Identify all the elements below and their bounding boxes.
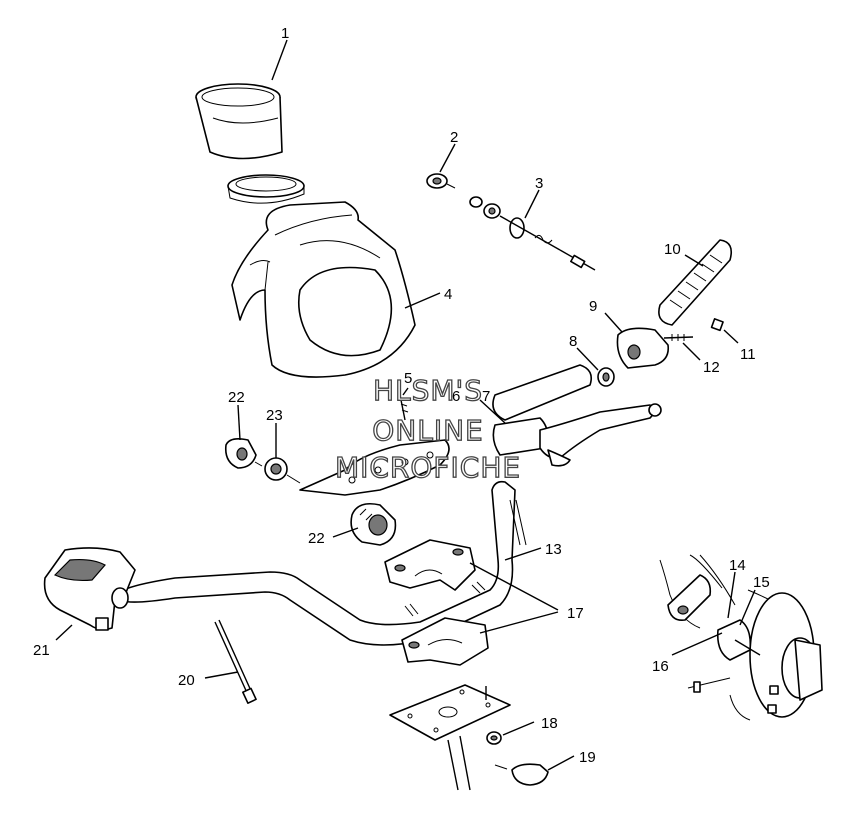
part-12-screw (663, 334, 694, 341)
part-1-pod-ring (195, 83, 283, 160)
steering-post-plate (389, 684, 511, 791)
part-10-grip (658, 239, 733, 326)
label-11: 11 (740, 346, 756, 363)
part-9-throttle-housing (616, 327, 670, 369)
label-2: 2 (450, 129, 458, 146)
label-22-lower: 22 (308, 530, 325, 547)
watermark-line2: ONLINE (372, 414, 483, 447)
part-1-gasket-ring (227, 174, 305, 204)
label-23: 23 (266, 407, 283, 424)
watermark-line1: HLSM'S (373, 374, 483, 407)
label-5: 5 (404, 370, 412, 387)
label-14: 14 (729, 557, 746, 574)
watermark: HLSM'S ONLINE MICROFICHE (334, 373, 521, 484)
part-8-spacer (597, 367, 615, 387)
label-6: 6 (452, 388, 460, 405)
label-13: 13 (545, 541, 562, 558)
part-2-nut (426, 173, 456, 189)
label-10: 10 (664, 241, 681, 258)
part-20-cable-tie (214, 619, 257, 704)
label-22-upper: 22 (228, 389, 245, 406)
label-18: 18 (541, 715, 558, 732)
label-1: 1 (281, 25, 289, 42)
label-19: 19 (579, 749, 596, 766)
part-22-switch-lower (350, 502, 397, 546)
label-8: 8 (569, 333, 577, 350)
label-17: 17 (567, 605, 584, 622)
label-12: 12 (703, 359, 720, 376)
label-3: 3 (535, 175, 543, 192)
label-16: 16 (652, 658, 669, 675)
label-20: 20 (178, 672, 195, 689)
part-4-pod-housing (231, 201, 416, 378)
part-22-switch-upper (224, 438, 257, 469)
leader-lines (55, 39, 756, 771)
part-17-lower-clamp (401, 617, 489, 666)
part-11-nut (710, 318, 724, 332)
part-19-cable-clamp (494, 763, 549, 786)
label-15: 15 (753, 574, 770, 591)
part-5-6-bracket (299, 394, 450, 496)
part-13-handlebar (119, 480, 527, 646)
part-23-bezel (254, 457, 301, 484)
label-4: 4 (444, 286, 452, 303)
part-7-master-cylinder (492, 403, 662, 467)
label-9: 9 (589, 298, 597, 315)
label-21: 21 (33, 642, 50, 659)
part-3-throttle-cable (469, 196, 596, 271)
part-18-nut (486, 731, 502, 745)
part-17-upper-clamp (384, 539, 476, 591)
label-7: 7 (482, 388, 490, 405)
part-14-15-16-hub-detail (659, 554, 823, 721)
handlebar-grip-left (492, 364, 593, 421)
part-21-switch (43, 547, 136, 631)
watermark-line3: MICROFICHE (335, 451, 521, 484)
